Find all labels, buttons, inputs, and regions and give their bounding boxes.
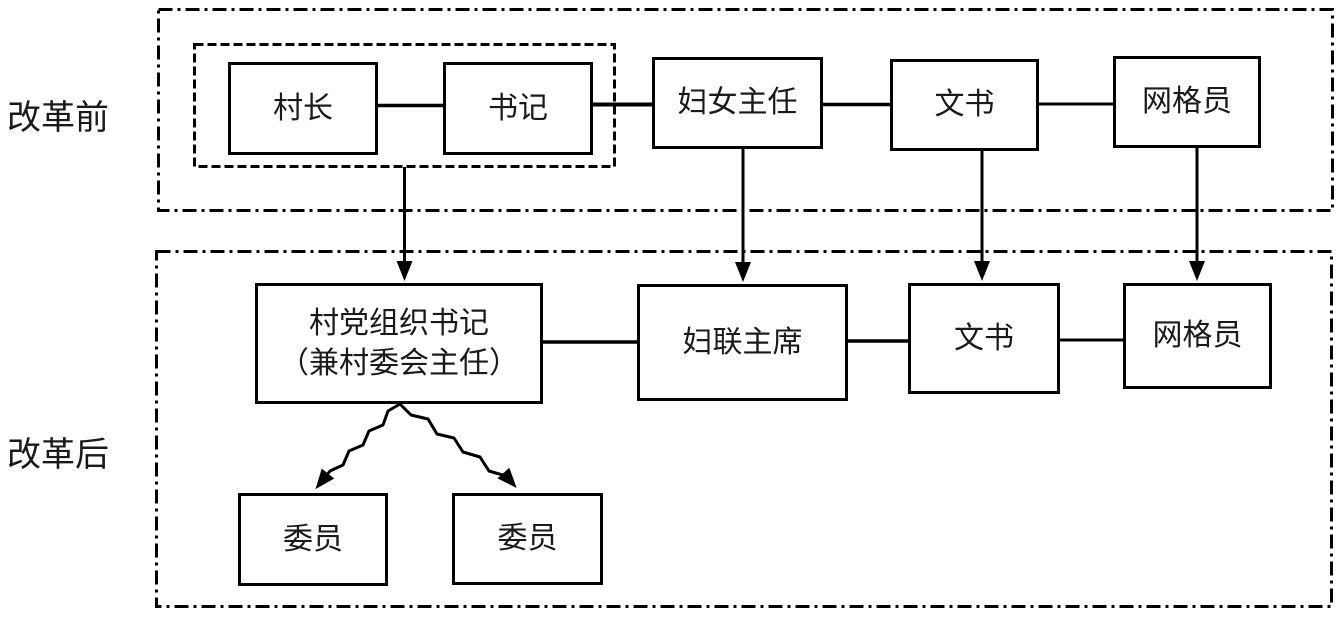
label-before-reform: 改革前 <box>7 100 109 137</box>
node-grid-worker-before: 网格员 <box>1113 56 1261 148</box>
label-after-reform: 改革后 <box>7 437 109 474</box>
node-party-secretary: 村党组织书记 （兼村委会主任） <box>255 283 543 404</box>
node-womens-director: 妇女主任 <box>652 57 823 149</box>
node-clerk-before: 文书 <box>890 59 1039 151</box>
arrow-party-secretary-to-member-1 <box>315 402 401 490</box>
node-village-head: 村长 <box>228 62 378 155</box>
node-party-secretary-line1: 村党组织书记 <box>309 306 489 340</box>
node-committee-member-1: 委员 <box>238 493 388 586</box>
node-clerk-after: 文书 <box>908 283 1060 394</box>
node-secretary: 书记 <box>443 62 593 155</box>
node-party-secretary-line2: （兼村委会主任） <box>279 346 519 380</box>
node-grid-worker-after: 网格员 <box>1123 283 1272 389</box>
arrow-party-secretary-to-member-2 <box>398 402 517 488</box>
node-womens-federation-chair: 妇联主席 <box>637 284 848 401</box>
node-committee-member-2: 委员 <box>452 493 603 585</box>
before-reform-container-border <box>157 8 1334 212</box>
